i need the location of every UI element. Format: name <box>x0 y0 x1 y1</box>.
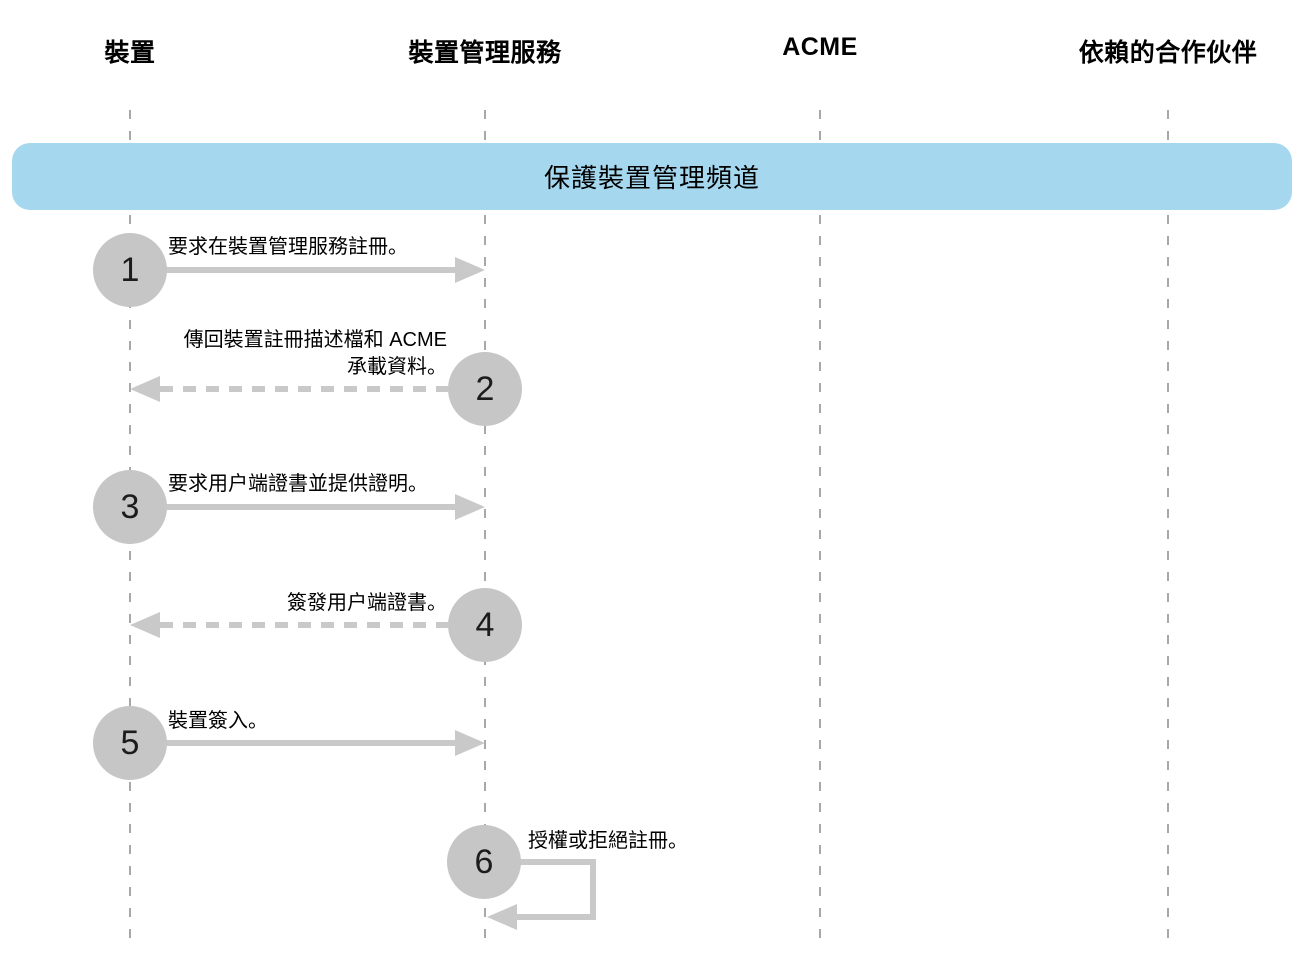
step-2-number: 2 <box>475 369 495 408</box>
step-3-arrow-line <box>166 504 457 510</box>
lifeline-acme <box>819 110 821 948</box>
lifeline-mdm-service <box>484 110 486 948</box>
step-5-arrow-line <box>166 740 457 746</box>
step-1-number-circle: 1 <box>93 233 167 307</box>
actor-acme-label: ACME <box>782 33 858 61</box>
lifeline-relying-party <box>1167 110 1169 948</box>
step-5-number: 5 <box>120 723 140 762</box>
step-4-number: 4 <box>475 605 495 644</box>
step-2-label-line-1: 傳回裝置註冊描述檔和 ACME <box>183 329 447 351</box>
step-5-number-circle: 5 <box>93 706 167 780</box>
step-5-label: 裝置簽入。 <box>168 710 268 732</box>
secure-channel-banner: 保護裝置管理頻道 <box>12 143 1292 210</box>
actor-mdm-service-label: 裝置管理服務 <box>408 39 562 67</box>
step-6-loop-bottom-line <box>515 914 596 920</box>
step-6-arrowhead-left-icon <box>487 904 517 930</box>
step-5-arrowhead-right-icon <box>455 730 485 756</box>
step-2-arrowhead-left-icon <box>130 376 160 402</box>
step-4-label: 簽發用户端證書。 <box>287 592 447 614</box>
step-2-number-circle: 2 <box>448 352 522 426</box>
step-2-label-line-2: 承載資料。 <box>347 356 447 378</box>
step-2-label: 傳回裝置註冊描述檔和 ACME 承載資料。 <box>184 327 447 381</box>
step-6-loop-top-line <box>519 859 596 865</box>
actor-device-label: 裝置 <box>104 39 156 67</box>
step-1-number: 1 <box>120 250 140 289</box>
step-1-arrow-line <box>166 267 457 273</box>
step-3-label: 要求用户端證書並提供證明。 <box>168 473 428 495</box>
step-3-arrowhead-right-icon <box>455 494 485 520</box>
step-1-arrowhead-right-icon <box>455 257 485 283</box>
step-6-loop-right-line <box>590 859 596 920</box>
step-3-number: 3 <box>120 487 140 526</box>
step-6-number: 6 <box>474 842 494 881</box>
step-2-arrow-line <box>160 386 448 392</box>
step-4-arrow-line <box>160 622 448 628</box>
step-6-number-circle: 6 <box>447 825 521 899</box>
step-4-number-circle: 4 <box>448 588 522 662</box>
step-1-label: 要求在裝置管理服務註冊。 <box>168 236 408 258</box>
step-4-arrowhead-left-icon <box>130 612 160 638</box>
step-6-label: 授權或拒絕註冊。 <box>528 830 688 852</box>
step-3-number-circle: 3 <box>93 470 167 544</box>
secure-channel-banner-label: 保護裝置管理頻道 <box>543 163 760 193</box>
actor-relying-party-label: 依賴的合作伙伴 <box>1078 39 1258 67</box>
